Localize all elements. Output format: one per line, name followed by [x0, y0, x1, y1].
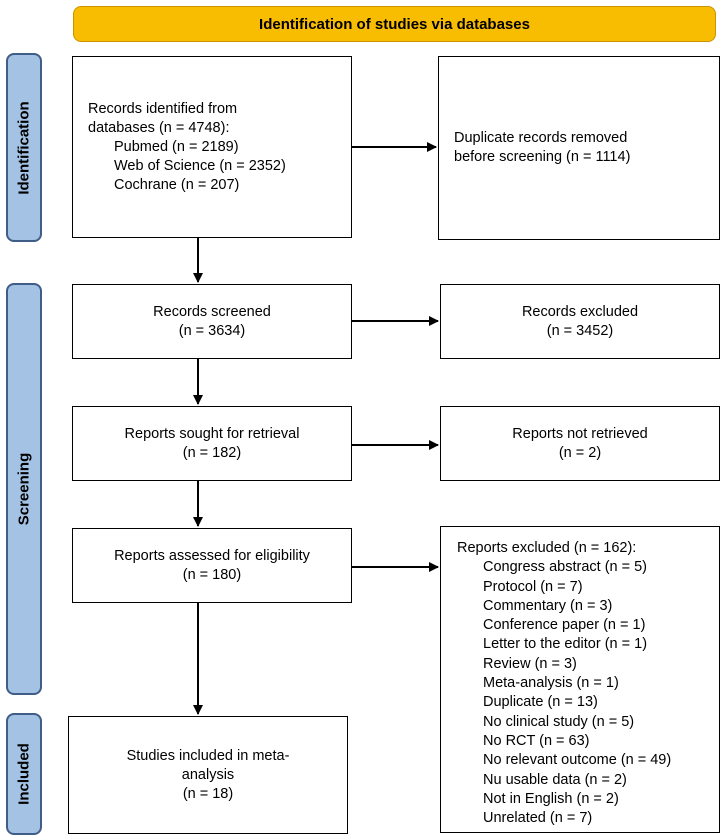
exclusion-reason: Not in English (n = 2): [483, 790, 619, 807]
exclusion-reason: No RCT (n = 63): [483, 732, 590, 749]
exclusion-reason: Congress abstract (n = 5): [483, 559, 648, 576]
duplicates-removed-line1: Duplicate records removed: [454, 130, 628, 146]
studies-included-box: Studies included in meta- analysis (n = …: [68, 716, 348, 834]
records-identified-line2: databases (n = 4748):: [88, 119, 230, 136]
exclusion-reason: Conference paper (n = 1): [483, 617, 646, 634]
exclusion-reason: Protocol (n = 7): [483, 578, 583, 595]
exclusion-reason: Nu usable data (n = 2): [483, 771, 627, 788]
reports-not-retrieved-box: Reports not retrieved (n = 2): [440, 406, 720, 481]
reports-assessed-line2: (n = 180): [182, 566, 242, 583]
source-cochrane: Cochrane (n = 207): [114, 176, 240, 193]
reports-not-retrieved-line1: Reports not retrieved: [512, 425, 648, 442]
header-banner: Identification of studies via databases: [73, 6, 716, 42]
duplicates-removed-line2: before screening (n = 1114): [454, 149, 631, 165]
source-web-of-science: Web of Science (n = 2352): [114, 157, 286, 174]
exclusion-reason: Review (n = 3): [483, 655, 577, 672]
source-pubmed: Pubmed (n = 2189): [114, 138, 239, 155]
records-identified-line1: Records identified from: [88, 100, 238, 117]
reports-sought-line2: (n = 182): [182, 444, 242, 461]
header-title: Identification of studies via databases: [259, 15, 530, 33]
records-screened-line2: (n = 3634): [178, 322, 246, 339]
records-excluded-line2: (n = 3452): [546, 322, 614, 339]
studies-included-line1: Studies included in meta-: [126, 747, 290, 764]
phase-identification: Identification: [6, 53, 42, 242]
records-excluded-line1: Records excluded: [521, 303, 639, 320]
exclusion-reason: Commentary (n = 3): [483, 597, 613, 614]
records-screened-line1: Records screened: [153, 303, 271, 320]
exclusion-reason: Letter to the editor (n = 1): [483, 636, 648, 653]
exclusion-reason: Unrelated (n = 7): [483, 810, 593, 827]
reports-excluded-box: Reports excluded (n = 162): Congress abs…: [440, 526, 720, 833]
phase-screening: Screening: [6, 283, 42, 695]
phase-included: Included: [6, 713, 42, 835]
records-screened-box: Records screened (n = 3634): [72, 284, 352, 359]
exclusion-reason: Duplicate (n = 13): [483, 694, 598, 711]
reports-assessed-box: Reports assessed for eligibility (n = 18…: [72, 528, 352, 603]
studies-included-line3: (n = 18): [182, 785, 234, 802]
reports-not-retrieved-line2: (n = 2): [558, 444, 602, 461]
records-identified-box: Records identified from databases (n = 4…: [72, 56, 352, 238]
reports-sought-line1: Reports sought for retrieval: [124, 425, 300, 442]
exclusion-reason: No relevant outcome (n = 49): [483, 752, 672, 769]
duplicates-removed-box: Duplicate records removed before screeni…: [438, 56, 720, 240]
studies-included-line2: analysis: [181, 766, 235, 783]
reports-excluded-title: Reports excluded (n = 162):: [457, 540, 637, 556]
reports-assessed-line1: Reports assessed for eligibility: [114, 547, 310, 564]
records-excluded-box: Records excluded (n = 3452): [440, 284, 720, 359]
reports-sought-box: Reports sought for retrieval (n = 182): [72, 406, 352, 481]
exclusion-reason: Meta-analysis (n = 1): [483, 675, 619, 692]
exclusion-reason: No clinical study (n = 5): [483, 713, 635, 730]
